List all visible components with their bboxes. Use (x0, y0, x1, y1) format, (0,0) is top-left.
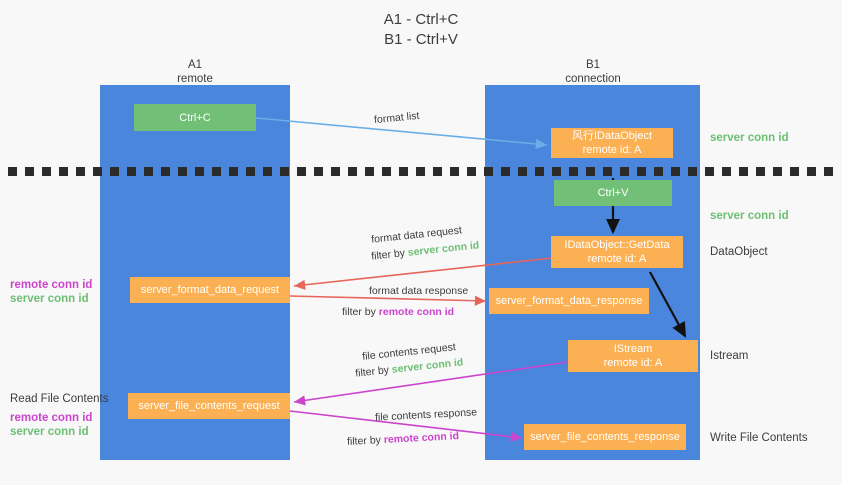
filter-prefix: filter by (354, 363, 393, 380)
annotation-read-file-contents: Read File Contents (10, 393, 109, 405)
lane-header-a1: A1 remote (115, 58, 275, 86)
filter-value-remote-conn-id: remote conn id (383, 430, 460, 446)
node-ctrl-c[interactable]: Ctrl+C (134, 104, 256, 131)
node-fmt-resp-label: server_format_data_response (495, 295, 643, 307)
node-idataobject-line1: 风行IDataObject (571, 130, 653, 142)
node-getdata[interactable]: IDataObject::GetData remote id: A (551, 236, 683, 268)
annotation-istream: Istream (710, 350, 749, 362)
annotation-dataobject: DataObject (710, 246, 768, 258)
node-file-req-label: server_file_contents_request (138, 400, 280, 412)
node-file-resp-label: server_file_contents_response (530, 431, 680, 443)
wire-format-list (255, 117, 548, 150)
node-server-format-data-response[interactable]: server_format_data_response (489, 288, 649, 314)
edge-label-format-data-response-filter: filter by remote conn id (342, 305, 454, 319)
annotation-server-conn-id-mid: server conn id (10, 293, 89, 305)
edge-label-format-data-response: format data response (369, 285, 469, 297)
node-getdata-line2: remote id: A (587, 253, 647, 265)
lane-b1-name: B1 (585, 59, 601, 71)
node-ctrl-v[interactable]: Ctrl+V (554, 180, 672, 206)
annotation-remote-conn-id-low: remote conn id (10, 412, 93, 424)
annotation-server-conn-id-low: server conn id (10, 426, 89, 438)
annotation-server-conn-id-second: server conn id (710, 210, 789, 222)
filter-prefix: filter by (370, 246, 409, 263)
node-server-file-contents-request[interactable]: server_file_contents_request (128, 393, 290, 419)
lane-a1-name: A1 (187, 59, 203, 71)
node-server-file-contents-response[interactable]: server_file_contents_response (524, 424, 686, 450)
node-server-format-data-request[interactable]: server_format_data_request (130, 277, 290, 303)
wire-format-data-response (289, 295, 487, 306)
title-line-1: A1 - Ctrl+C (383, 11, 459, 28)
filter-value-remote-conn-id: remote conn id (378, 306, 455, 318)
node-idataobject[interactable]: 风行IDataObject remote id: A (551, 128, 673, 158)
wire-file-contents-response (289, 410, 523, 442)
annotation-server-conn-id-top: server conn id (710, 132, 789, 144)
annotation-write-file-contents: Write File Contents (710, 432, 808, 444)
wire-format-data-request (293, 257, 553, 290)
title-line-2: B1 - Ctrl+V (384, 31, 458, 48)
wire-file-contents-request (293, 361, 569, 406)
wire-getdata-istream (649, 271, 687, 338)
node-getdata-line1: IDataObject::GetData (564, 239, 670, 251)
node-istream[interactable]: IStream remote id: A (568, 340, 698, 372)
node-ctrl-v-line1: Ctrl+V (597, 187, 629, 199)
node-istream-line2: remote id: A (603, 357, 663, 369)
node-fmt-req-label: server_format_data_request (140, 284, 280, 296)
page-title: A1 - Ctrl+C B1 - Ctrl+V (0, 10, 842, 50)
node-idataobject-line2: remote id: A (582, 144, 642, 156)
lane-b1-sub: connection (565, 73, 621, 85)
phase-divider (8, 167, 834, 176)
lane-a1-sub: remote (177, 73, 213, 85)
node-istream-line1: IStream (613, 343, 653, 355)
filter-prefix: filter by (342, 306, 379, 318)
node-ctrl-c-line1: Ctrl+C (179, 111, 211, 124)
filter-prefix: filter by (346, 434, 385, 448)
lane-header-b1: B1 connection (513, 58, 673, 86)
annotation-remote-conn-id-mid: remote conn id (10, 279, 93, 291)
